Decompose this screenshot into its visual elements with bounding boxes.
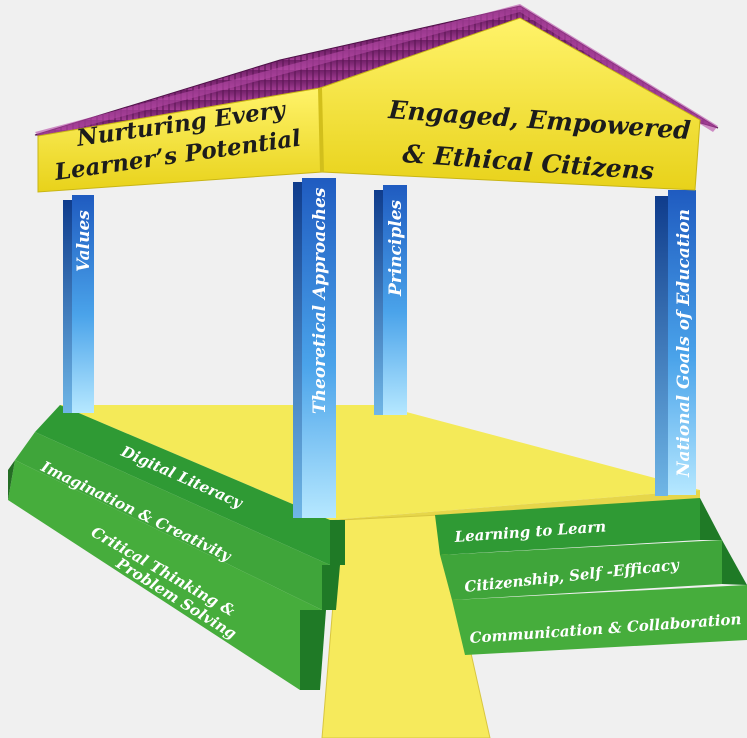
right-step-1-riser	[700, 498, 722, 540]
left-step-1	[35, 405, 330, 565]
left-steps	[8, 405, 345, 690]
pillar-values	[63, 195, 94, 413]
pillar-principles-label: Principles	[386, 199, 406, 297]
pillar-values-label: Values	[74, 210, 94, 272]
pillar-theoretical	[293, 178, 336, 518]
left-step-1-riser	[330, 520, 345, 565]
beam-corner	[318, 87, 324, 173]
floor	[60, 405, 700, 520]
pillar-national-goals	[655, 190, 696, 496]
left-steps-front	[8, 460, 15, 500]
pillar-theoretical-label: Theoretical Approaches	[310, 187, 330, 414]
right-step-2-riser	[722, 540, 747, 585]
pillar-principles	[374, 185, 407, 415]
right-step-1	[435, 498, 700, 555]
right-step-3	[452, 585, 747, 655]
left-step-3	[8, 460, 322, 690]
left-step-2	[15, 432, 330, 610]
left-step-2-riser	[322, 565, 340, 610]
pillar-national-goals-label: National Goals of Education	[674, 209, 694, 478]
right-steps	[435, 498, 747, 655]
left-step-3-riser	[300, 610, 326, 690]
right-step-2	[440, 540, 722, 600]
